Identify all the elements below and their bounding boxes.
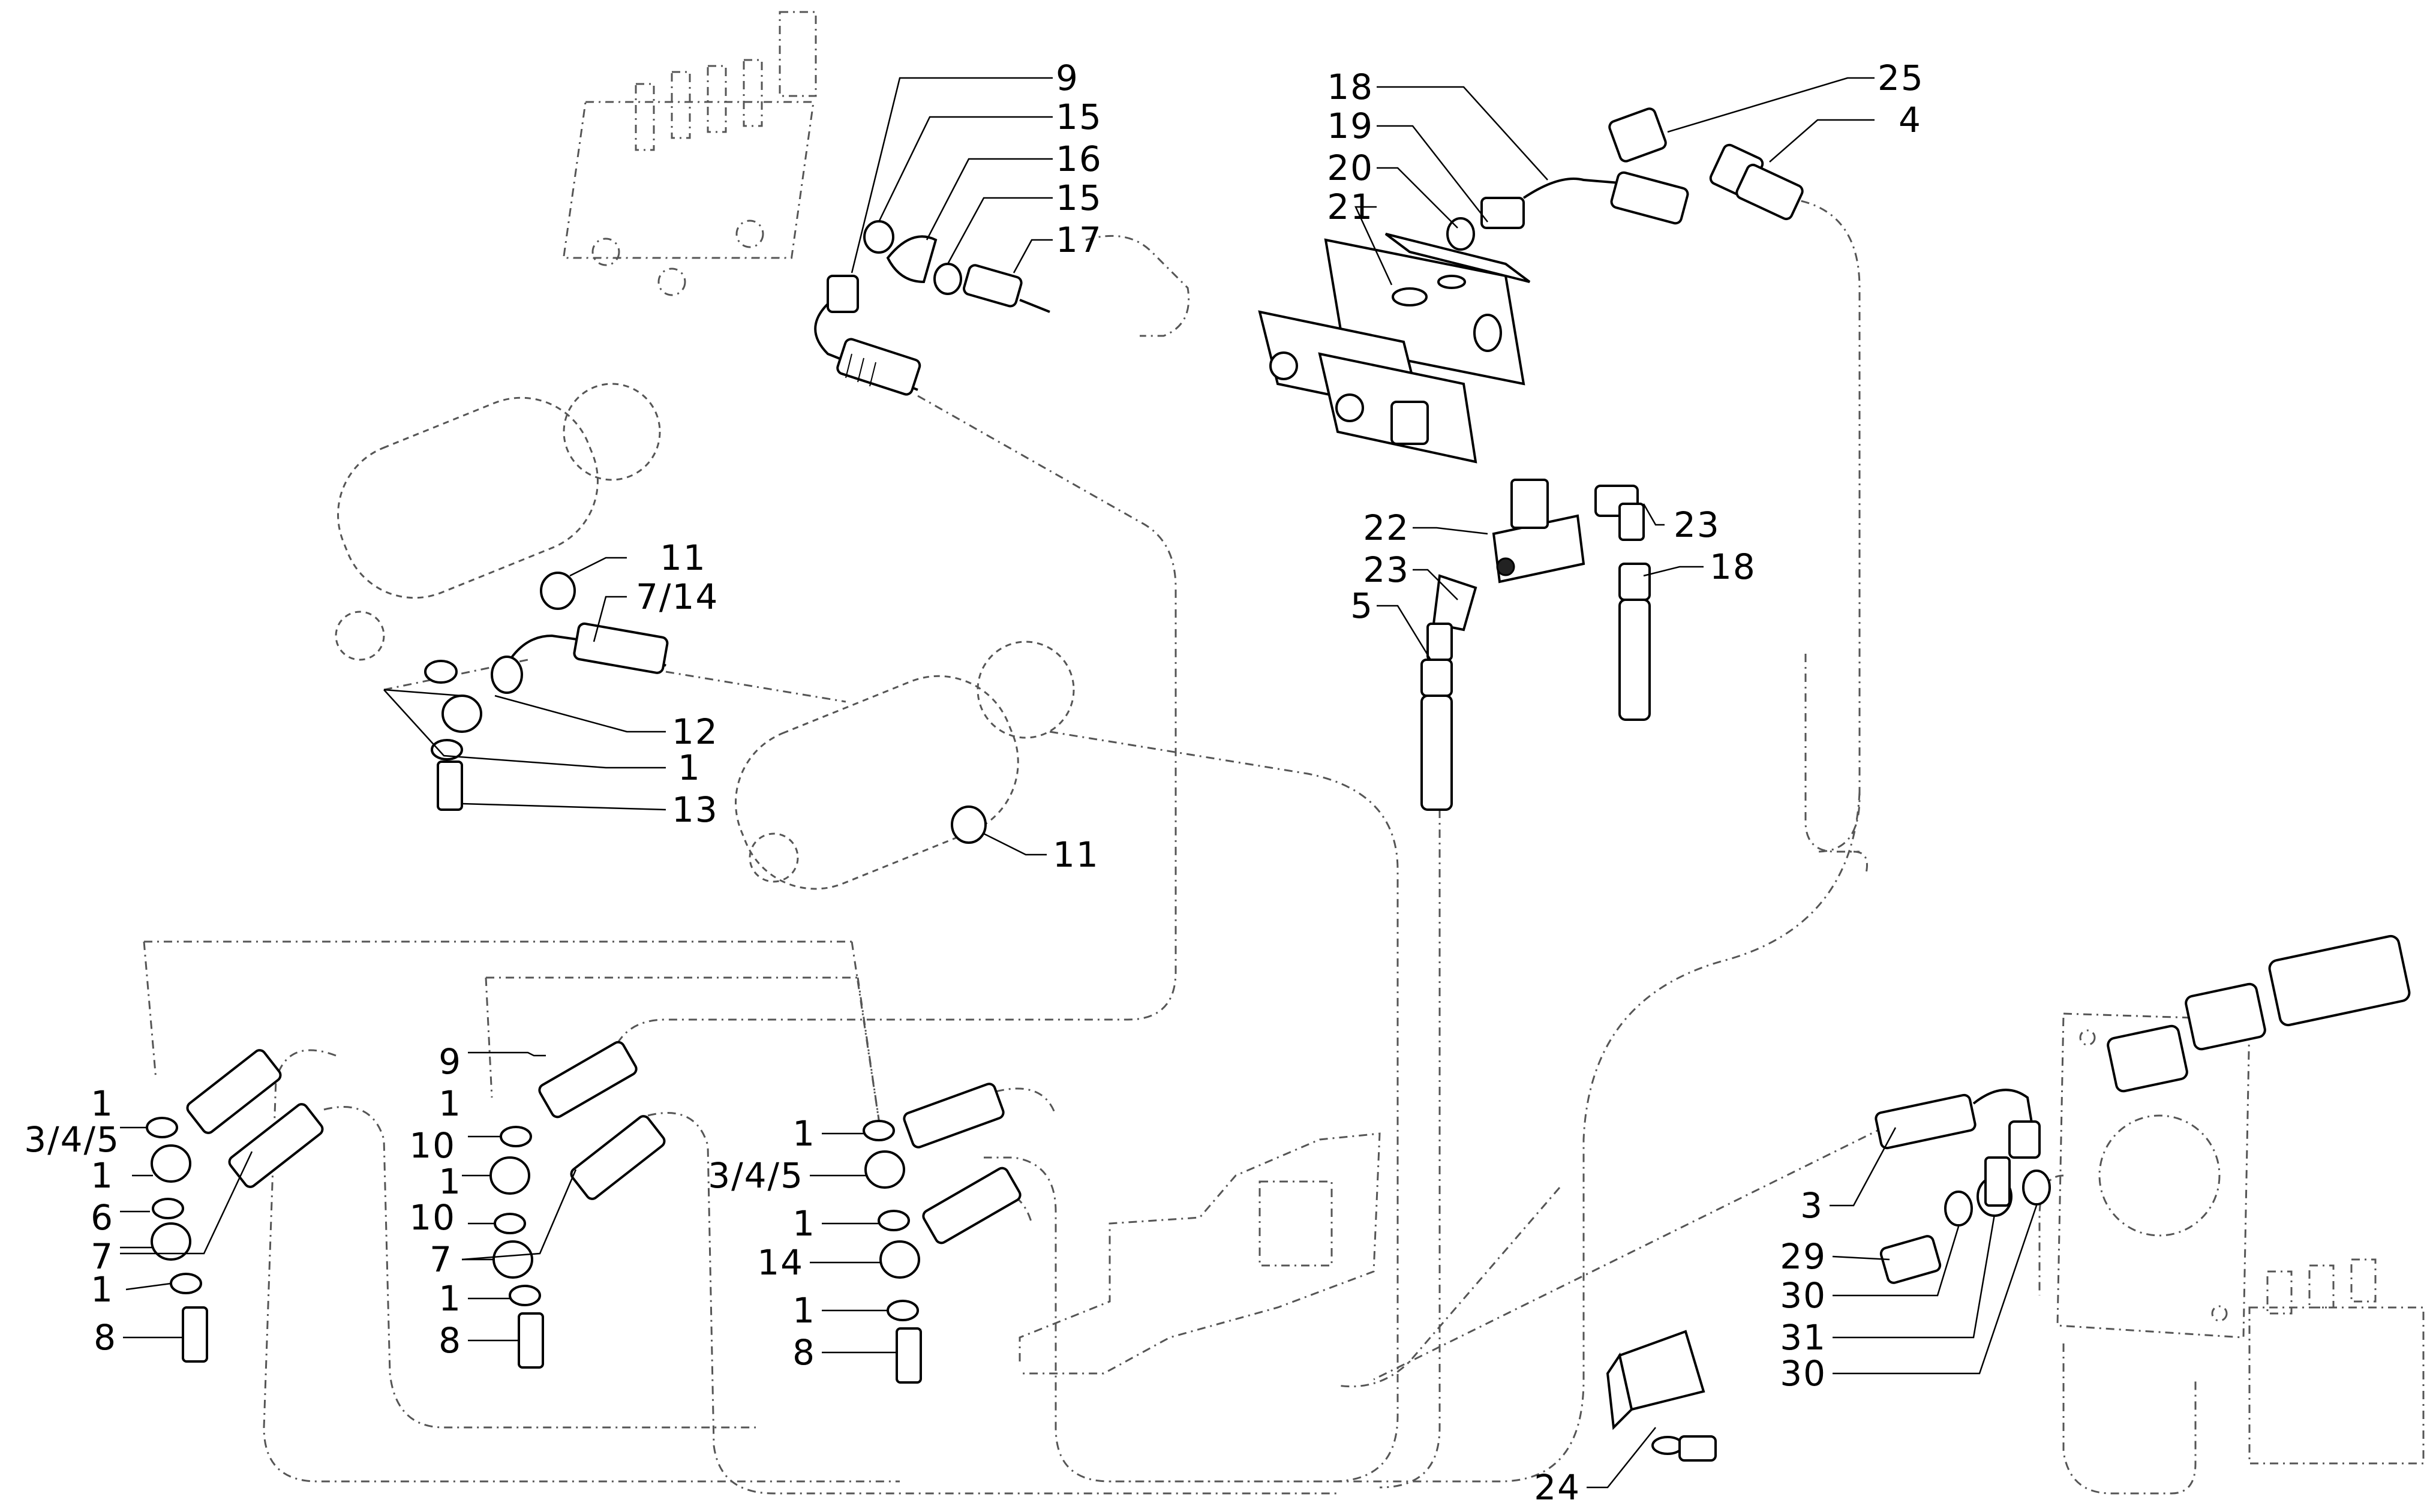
callout-30-a: 30 [1780, 1275, 1827, 1316]
callout-16: 16 [1056, 139, 1103, 179]
callout-13: 13 [672, 789, 719, 830]
hose-assembly-top-left [814, 275, 921, 396]
plug-11-lower [951, 805, 987, 844]
callout-22: 22 [1363, 507, 1410, 548]
callout-30-b: 30 [1780, 1353, 1827, 1394]
callout-1-m1: 1 [438, 1083, 462, 1124]
callout-3: 3 [1800, 1185, 1824, 1226]
callout-5: 5 [1350, 585, 1374, 626]
leader-lines [120, 77, 2038, 1489]
callout-7-14: 7/14 [636, 576, 719, 617]
valve-block-21 [1258, 233, 1531, 464]
cylinder-fittings-upper [424, 572, 669, 811]
callout-8-left: 8 [94, 1317, 117, 1358]
coupling-group-right [1875, 934, 2411, 1284]
hoses-5-18 [1420, 563, 1651, 811]
fittings-18-19-20-25-4 [1446, 107, 1804, 251]
callout-1-mid: 1 [678, 747, 701, 788]
callout-1-l3: 1 [91, 1269, 114, 1310]
banjo-group-middle [489, 1041, 666, 1369]
ghost-control-valve-top [562, 11, 817, 296]
ghost-cylinder-upper [335, 383, 661, 661]
callout-8-right: 8 [792, 1332, 816, 1373]
callout-9-mid: 9 [438, 1041, 462, 1082]
ghost-control-valve-bottom [2062, 1258, 2425, 1495]
callout-21: 21 [1327, 187, 1374, 227]
ghost-coupling-plate [2056, 1012, 2251, 1339]
callout-9-top: 9 [1056, 58, 1079, 98]
callout-7-mid: 7 [429, 1239, 453, 1280]
callout-4: 4 [1899, 100, 1922, 140]
callout-19: 19 [1327, 106, 1374, 146]
callout-8-mid: 8 [438, 1320, 462, 1361]
callout-11-upper: 11 [660, 537, 707, 578]
callout-7-left: 7 [91, 1236, 114, 1277]
callout-1-r3: 1 [792, 1290, 816, 1331]
callout-23-left: 23 [1363, 549, 1410, 590]
callout-1-l1: 1 [91, 1083, 114, 1124]
callout-15-b: 15 [1056, 178, 1103, 218]
callout-29: 29 [1780, 1236, 1827, 1277]
callout-1-r1: 1 [792, 1113, 816, 1154]
clip-24 [1606, 1330, 1717, 1462]
callout-345-left: 3/4/5 [24, 1119, 120, 1160]
callout-23-right: 23 [1674, 504, 1720, 545]
callout-15-a: 15 [1056, 97, 1103, 137]
callout-6: 6 [91, 1197, 114, 1238]
callout-12: 12 [672, 711, 719, 752]
callout-20: 20 [1327, 148, 1374, 188]
ghost-mounting-bracket [1019, 1132, 1381, 1375]
callout-10-a: 10 [409, 1125, 456, 1166]
callout-1-r2: 1 [792, 1203, 816, 1244]
callout-25: 25 [1878, 58, 1924, 98]
banjo-group-left [146, 1049, 324, 1363]
callout-11-lower: 11 [1053, 834, 1100, 875]
ghost-cylinder-lower [735, 641, 1075, 890]
callout-14: 14 [757, 1242, 804, 1283]
callout-18-right: 18 [1710, 546, 1756, 587]
callout-10-b: 10 [409, 1197, 456, 1238]
restrictor-22-and-elbows-23 [1426, 479, 1645, 661]
callout-labels: 9 15 16 15 17 18 19 20 21 25 4 22 23 5 2… [24, 58, 1924, 1508]
fittings-15-16-17 [863, 220, 1050, 313]
ghost-hose-routing [143, 197, 2064, 1495]
callout-31: 31 [1780, 1317, 1827, 1358]
banjo-group-right [863, 1083, 1022, 1384]
callout-1-m2: 1 [438, 1161, 462, 1202]
callout-1-m3: 1 [438, 1278, 462, 1319]
callout-24: 24 [1534, 1467, 1581, 1508]
callout-17: 17 [1056, 220, 1103, 260]
callout-1-l2: 1 [91, 1155, 114, 1196]
callout-18-top: 18 [1327, 67, 1374, 107]
callout-345-right: 3/4/5 [708, 1155, 804, 1196]
